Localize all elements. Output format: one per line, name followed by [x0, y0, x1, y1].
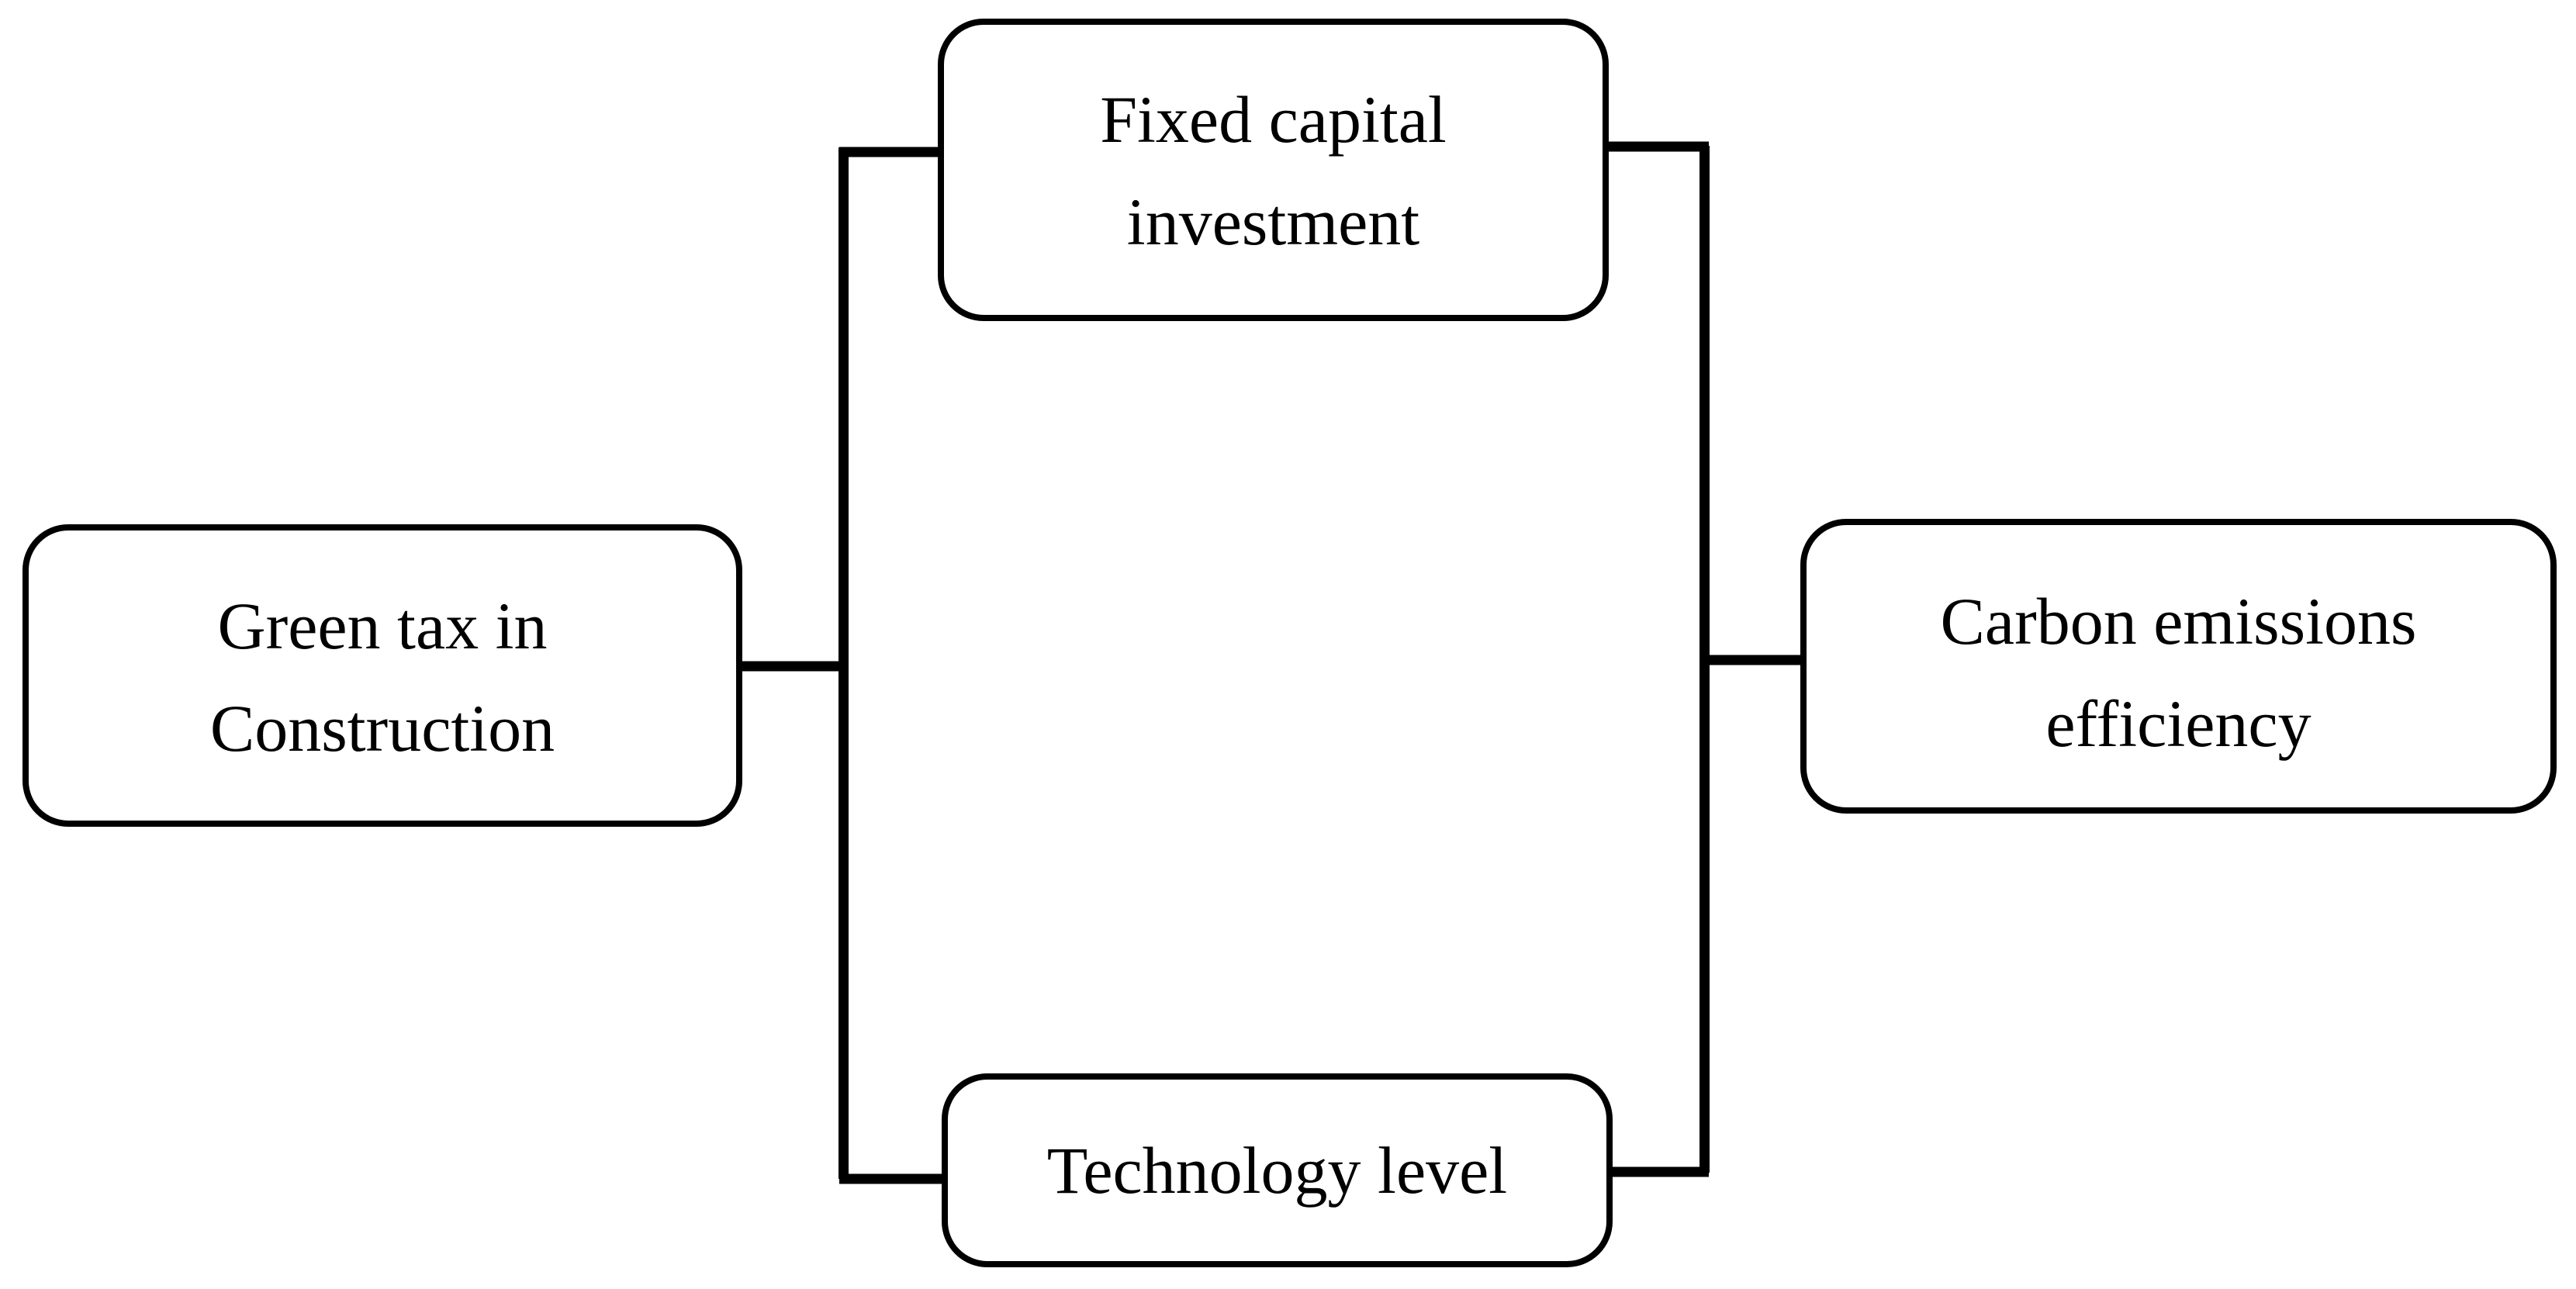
- node-fixed-capital-investment[interactable]: Fixed capital investment: [938, 19, 1609, 321]
- node-technology-level[interactable]: Technology level: [942, 1073, 1613, 1267]
- node-green-tax-box[interactable]: [22, 524, 742, 827]
- node-green-tax-label-line-1: Green tax in: [217, 589, 547, 663]
- node-carbon-emissions-efficiency[interactable]: Carbon emissions efficiency: [1800, 519, 2557, 814]
- node-green-tax-label-line-2: Construction: [210, 691, 555, 765]
- node-fixed-capital-box[interactable]: [938, 19, 1609, 321]
- node-technology-level-label-line-1: Technology level: [1047, 1133, 1507, 1208]
- node-technology-level-box[interactable]: [942, 1073, 1613, 1267]
- node-carbon-emissions-box[interactable]: [1800, 519, 2557, 814]
- node-green-tax-in-construction[interactable]: Green tax in Construction: [22, 524, 742, 827]
- node-carbon-emissions-label-line-1: Carbon emissions: [1941, 584, 2417, 658]
- connector-layer: [739, 141, 1807, 1184]
- node-carbon-emissions-label-line-2: efficiency: [2045, 686, 2311, 761]
- node-fixed-capital-label-line-2: investment: [1127, 185, 1419, 259]
- node-fixed-capital-label-line-1: Fixed capital: [1100, 82, 1447, 157]
